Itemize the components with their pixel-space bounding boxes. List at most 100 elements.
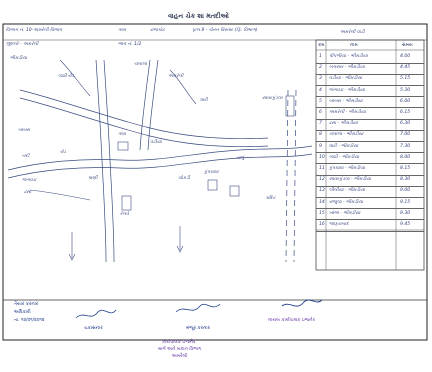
map-label: રેલવે [120,212,129,217]
footer-left-line3: તા. ૧૨/૦૧/૨૦૧૨ [14,318,45,323]
header-line1-left: વિભાગ નં. 10-અમરેલી વિભાગ [6,28,63,33]
ns-road-c [139,59,151,151]
map-label: નાળું [236,156,245,161]
main-road-upper [7,145,313,171]
table-cell-value: 8.30 [400,177,411,183]
table-cell-value: 9.45 [400,222,411,227]
table-cell-no: 4 [319,87,322,93]
ns-road-d [147,59,159,151]
table-cell-no: 10 [319,154,325,160]
table-frame [315,39,425,271]
table-cell-value: 6.15 [400,110,411,115]
table-col-header: નામ [350,43,358,48]
table-cell-name: જાફરાબાદ [329,222,349,227]
table-cell-no: 15 [319,210,325,216]
table-cell-name: ખાંભા - ભીમડીયા [329,210,361,216]
table-cell-no: 16 [319,222,325,227]
ns-road-a [95,59,107,263]
table-cell-name: ચલાલા - ભીમડીયા [329,132,364,138]
map-label: કુંકાવાવ [204,170,219,175]
table-cell-value: 7.30 [400,143,411,149]
footer-left-line1: તૈયાર કરનાર [14,302,39,307]
building-box [207,179,218,191]
signature-mark [281,299,323,307]
header-line1-right: રાજકોટ [150,28,165,33]
table-cell-no: 12 [319,177,325,183]
table-col-header: ક્રમ [318,43,325,48]
map-label: રોડ [60,150,67,155]
header-line2-mid: ભાગ નં. 1/2 [118,42,142,47]
page-title: વાહન ચેક શા મતદીઓ [168,12,229,20]
map-label: મંદિર [266,196,276,201]
table-row-line [316,197,424,198]
table-row-line [316,208,424,210]
table-cell-value: 5.15 [400,76,411,82]
building-box [229,185,240,197]
table-row-line [316,219,424,221]
table-cell-no: 3 [319,76,322,82]
table-row-line [316,141,424,142]
main-road-lower [7,153,313,179]
table-row-line [316,163,424,165]
table-cell-value: 6.30 [400,121,411,127]
table-cell-no: 7 [319,121,322,127]
table-row-line [316,62,424,64]
stamp-line3: અમરેલી [172,354,188,359]
table-cell-name: અમરેલી - ભીમડીયા [329,110,366,115]
table-cell-no: 9 [319,143,322,149]
header-line1-far: ફાલ 8 - ચેતન વિસ્તાર (ફિ. વિભાગ) [192,28,258,33]
map-label: સાવરકુંડલા [262,96,283,101]
map-label: પાણી [88,176,98,181]
map-label: નદી [22,154,30,159]
table-cell-no: 13 [319,188,325,194]
table-row-line [316,185,424,187]
table-cell-name: સાવરકુંડલા - ભીમડીયા [329,177,371,183]
dashed-track-b [293,89,297,263]
signature-mark [175,303,221,313]
table-row-line [316,129,424,131]
ns-road-b [103,59,115,263]
table-row-line [316,85,424,86]
table-cell-name: લીલીયા - ભીમડીયા [329,188,365,194]
sheet-border [2,23,428,341]
dashed-track-a [285,89,289,263]
table-cell-value: 4.00 [400,54,411,59]
map-label: ચલાલા [134,62,147,67]
arrow-icon [176,226,184,253]
table-col-header: સમય [402,43,413,48]
map-label: ચોકડી [178,176,190,181]
building-box [121,195,132,211]
table-cell-no: 14 [319,199,325,205]
table-cell-value: 9.15 [400,199,411,205]
table-cell-no: 2 [319,65,322,71]
table-cell-no: 11 [319,166,325,171]
footer-right-label: મંજૂર કરનાર [186,326,210,331]
table-row-line [316,118,424,120]
map-label: ધારી [200,98,208,103]
table-cell-value: 4.45 [400,65,411,71]
building-box [117,141,129,151]
table-cell-name: બાબરા - ભીમડીયા [329,98,363,104]
diagonal-road-lower [19,97,269,148]
table-row-line [316,174,424,176]
table-cell-value: 6.00 [400,98,411,104]
map-label: વડીયા [150,140,162,145]
table-cell-name: ઢસા - ભીમડીયા [329,121,358,127]
right-stamp: નાયબ કાર્યપાલક ઇજનેર [268,318,315,323]
map-label: લાઠી રોડ [58,74,75,79]
map-label: અમરેલી [168,74,184,79]
map-label: ગામ [118,132,126,137]
table-row-line [316,152,424,154]
table-cell-value: 9.00 [400,188,411,194]
table-row-line [316,73,424,75]
table-cell-name: કુંકાવાવ - ભીમડીયા [329,166,365,171]
table-cell-value: 8.00 [400,154,411,160]
table-cell-name: બગસરા - ભીમડીયા [329,65,365,71]
table-cell-name: લાઠી - ભીમડીયા [329,154,360,160]
table-caption: અમરેલી વાડી [340,30,365,35]
signature-mark [75,309,117,319]
table-cell-name: ધારી - ભીમડીયા [329,143,359,149]
table-cell-name: પીપળીયા - ભીમડીયા [329,54,368,59]
map-label: ભીમડીયા [10,56,27,61]
